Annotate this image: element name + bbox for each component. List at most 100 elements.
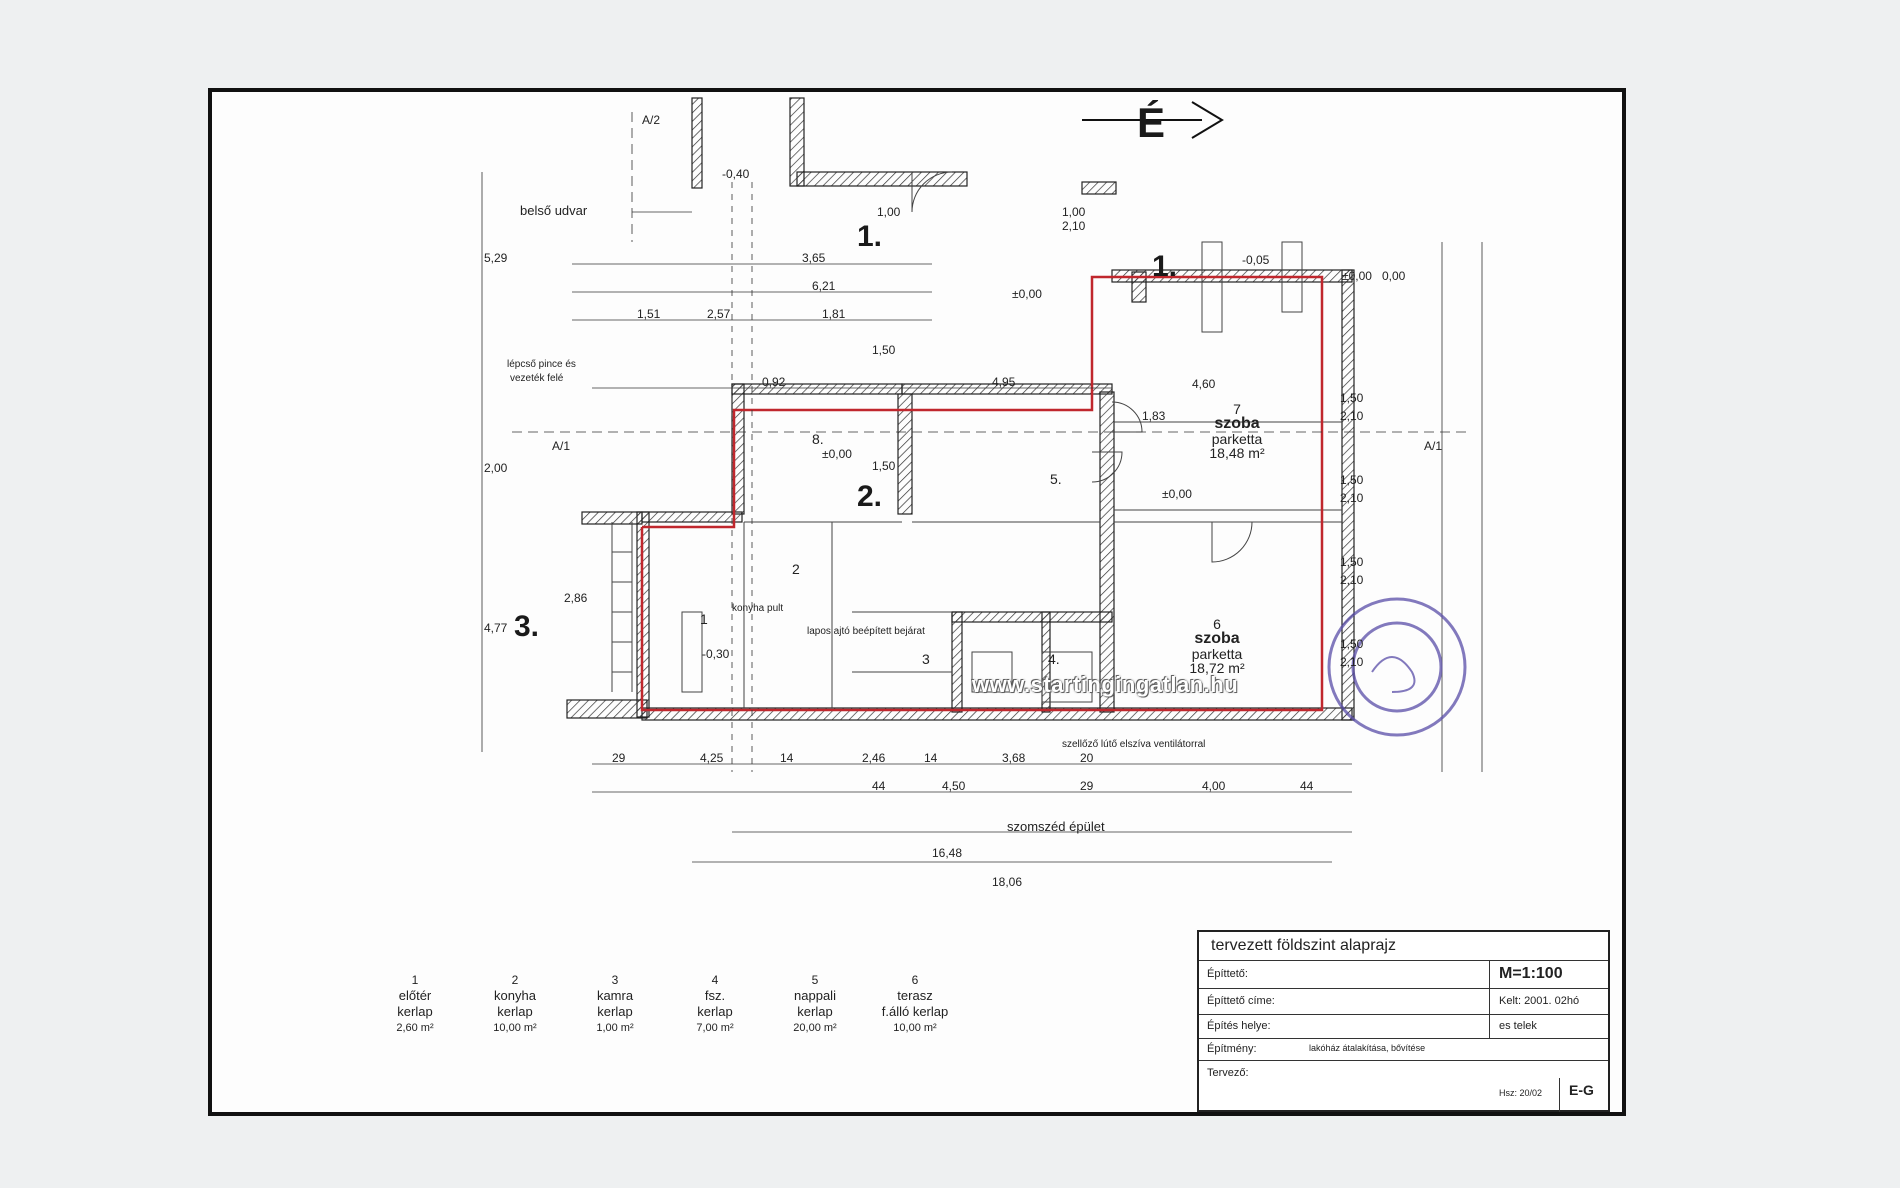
drawing-sheet: É A/2 A/1 A/1 1. 1. 2. 3. 1 2 3 4. 5. 8.… (208, 88, 1626, 1116)
description-label: Építmény: (1207, 1043, 1257, 1055)
room-number-4: 4. (1048, 651, 1060, 667)
level-8: ±0,00 (1342, 269, 1372, 283)
legend-number: 2 (511, 973, 519, 987)
room-7-number: 7 (1233, 401, 1241, 417)
legend-floor: f.álló kerlap (881, 1004, 949, 1019)
note-stair-1: lépcső pince és (507, 359, 576, 370)
dim-right-10: 1,83 (1142, 409, 1166, 423)
watermark: www.startingingatlan.hu (972, 672, 1239, 697)
level-5: -0,30 (702, 647, 730, 661)
dim-top-11: 2,10 (1062, 219, 1086, 233)
dim-right-7: 1,50 (1340, 637, 1364, 651)
north-arrow (1082, 101, 1224, 139)
code-divider (1559, 1078, 1560, 1112)
legend-area: 20,00 m² (793, 1022, 837, 1034)
legend-number: 6 (911, 973, 919, 987)
room-6-name: szoba (1194, 630, 1240, 647)
dim-top-8: 0,92 (762, 375, 786, 389)
section-label-a1-left: A/1 (552, 439, 571, 453)
room-7-name: szoba (1214, 415, 1260, 432)
legend-room-name: nappali (794, 988, 836, 1003)
dim-bottom-a7: 20 (1080, 751, 1094, 765)
legend-floor: kerlap (797, 1004, 833, 1019)
room-number-8: 8. (812, 431, 824, 447)
floor-plan-drawing (481, 97, 1483, 863)
description-row: Építmény: lakóház átalakítása, bővítése (1199, 1038, 1608, 1061)
zone-number-3: 3. (514, 610, 540, 643)
dim-left-3: 4,77 (484, 621, 508, 635)
level-6: -0,05 (1242, 253, 1270, 267)
site-value: es telek (1499, 1020, 1537, 1032)
dim-top-2: 6,21 (812, 279, 836, 293)
wall-outline (566, 97, 1355, 721)
room-6-floor: parketta (1191, 646, 1243, 662)
legend-number: 5 (811, 973, 819, 987)
dim-right-6: 2,10 (1340, 573, 1364, 587)
dim-left-1: 5,29 (484, 251, 508, 265)
room-7-area: 18,48 m² (1209, 445, 1265, 461)
note-ventilation: szellőző lútő elszíva ventilátorral (1062, 739, 1206, 750)
address-row: Építtető címe: Kelt: 2001. 02hó (1199, 988, 1608, 1015)
address-label: Építtető címe: (1207, 995, 1275, 1007)
dim-left-2: 2,86 (564, 591, 588, 605)
dim-right-5: 1,50 (1340, 555, 1364, 569)
dim-overall-2: 18,06 (992, 875, 1023, 889)
legend-room-name: előtér (398, 988, 432, 1003)
legend-area: 1,00 m² (596, 1022, 634, 1034)
dim-left-4: 2,00 (484, 461, 508, 475)
legend-area: 10,00 m² (893, 1022, 937, 1034)
section-label-a1-right: A/1 (1424, 439, 1443, 453)
dim-top-6: 1,50 (872, 343, 896, 357)
zone-number-1-right: 1. (1152, 250, 1178, 283)
legend-number: 4 (711, 973, 719, 987)
room-6-number: 6 (1213, 616, 1221, 632)
builder-row: Építtető: M=1:100 (1199, 960, 1608, 989)
legend-floor: kerlap (597, 1004, 633, 1019)
dimension-lines (481, 112, 1483, 863)
dim-bottom-a5: 14 (924, 751, 938, 765)
drawing-date: Kelt: 2001. 02hó (1499, 995, 1580, 1007)
note-stair-2: vezeték felé (510, 373, 564, 384)
title-divider (1489, 960, 1490, 1038)
dim-top-9: 4,95 (992, 375, 1016, 389)
room-legend: 1 előtér kerlap 2,60 m² 2 konyha kerlap … (372, 972, 958, 1036)
level-4: ±0,00 (1162, 487, 1192, 501)
site-row: Építés helye: es telek (1199, 1014, 1608, 1039)
legend-floor: kerlap (397, 1004, 433, 1019)
dim-bottom-b4: 4,00 (1202, 779, 1226, 793)
dim-top-5: 1,81 (822, 307, 846, 321)
dim-top-12: 1,00 (1062, 205, 1086, 219)
legend-room-name: fsz. (704, 988, 726, 1003)
dim-bottom-b3: 29 (1080, 779, 1094, 793)
dim-right-8: 2,10 (1340, 655, 1364, 669)
dim-right-1: 1,50 (1340, 391, 1364, 405)
dim-bottom-a6: 3,68 (1002, 751, 1026, 765)
legend-room-name: konyha (494, 988, 536, 1003)
dim-top-7: 1,50 (872, 459, 896, 473)
room-7-label: 7 szoba parketta 18,48 m² (1197, 402, 1277, 460)
level-7: 0,00 (1382, 269, 1406, 283)
note-kitchen: konyha pult (732, 603, 784, 614)
dim-bottom-b1: 44 (872, 779, 886, 793)
dim-bottom-a1: 29 (612, 751, 626, 765)
room-number-2: 2 (792, 561, 800, 577)
legend-item: 6 terasz f.álló kerlap 10,00 m² (872, 972, 958, 1036)
legend-room-name: terasz (897, 988, 933, 1003)
note-adjacent-building: szomszéd épület (1007, 819, 1105, 834)
dim-top-4: 2,57 (707, 307, 731, 321)
dim-bottom-a2: 4,25 (700, 751, 724, 765)
room-number-1: 1 (700, 611, 708, 627)
legend-number: 1 (411, 973, 419, 987)
drawing-title: tervezett földszint alaprajz (1211, 937, 1396, 954)
interior-lines (611, 171, 1342, 708)
dim-top-10: 1,00 (877, 205, 901, 219)
room-number-3: 3 (922, 651, 930, 667)
dim-right-9: 4,60 (1192, 377, 1216, 391)
legend-item: 2 konyha kerlap 10,00 m² (472, 972, 558, 1036)
zone-number-1-top: 1. (857, 220, 883, 253)
level-2: ±0,00 (1012, 287, 1042, 301)
designer-label: Tervező: (1207, 1067, 1249, 1079)
official-stamp (1327, 597, 1467, 737)
level-3: ±0,00 (822, 447, 852, 461)
